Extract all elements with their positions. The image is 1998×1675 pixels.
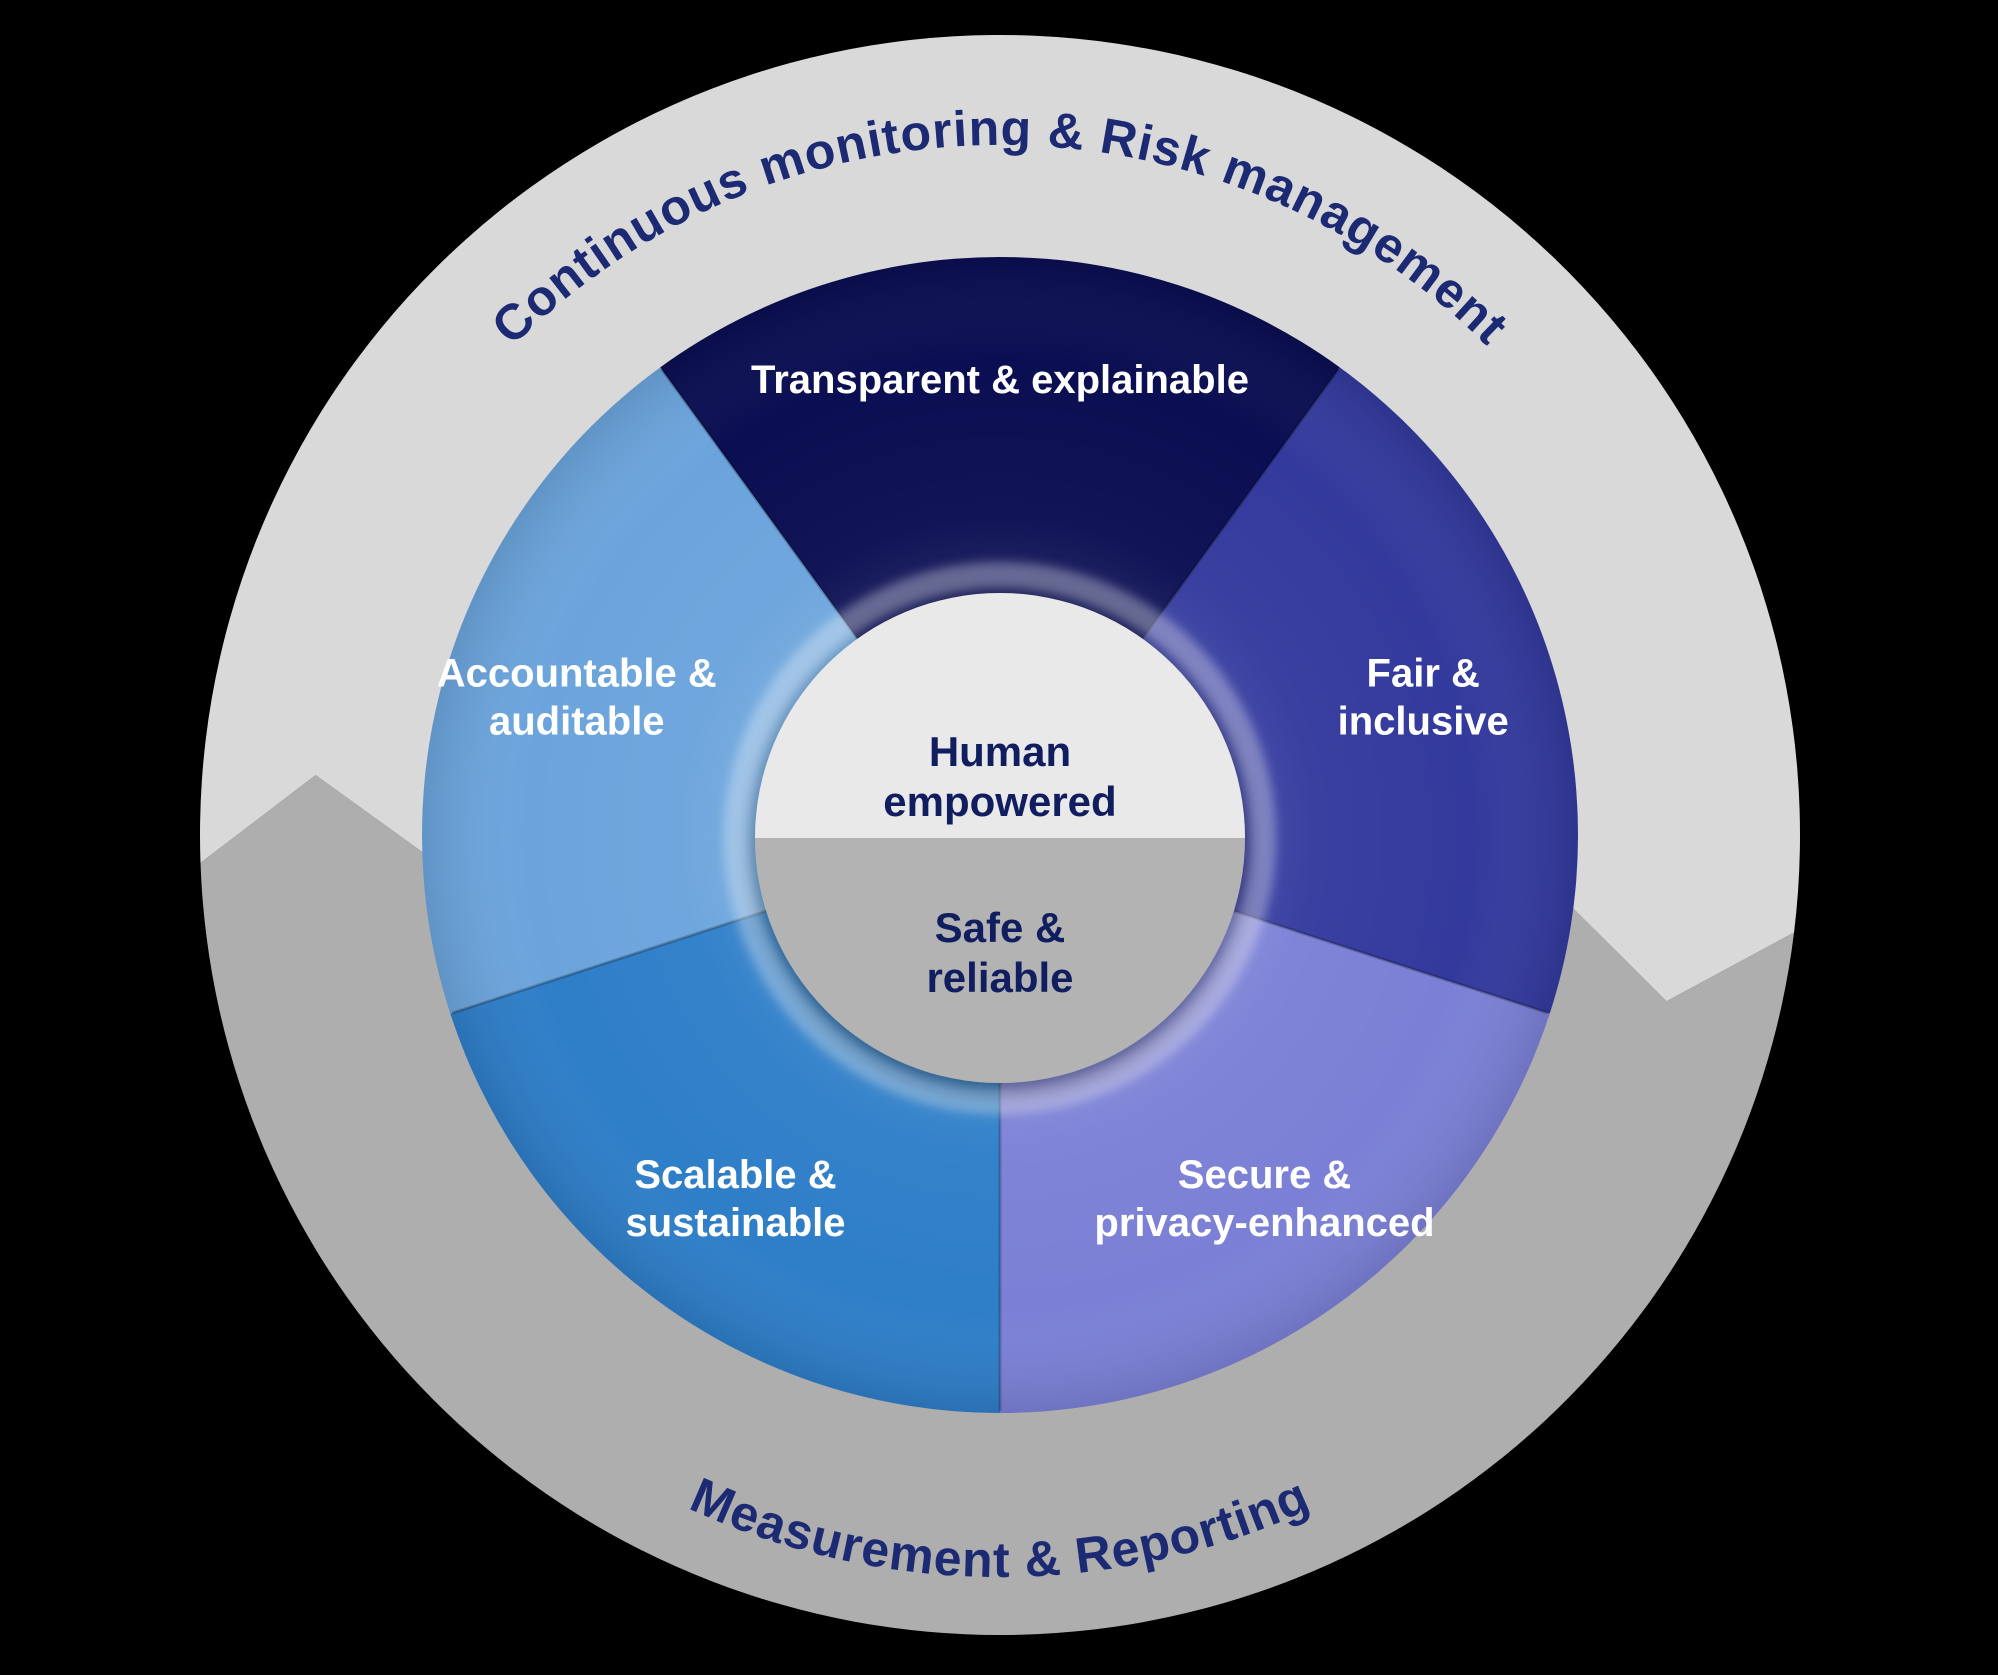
center-label-bottom: Safe &reliable [926,904,1073,1001]
center-circle [755,593,1245,1083]
outer-ring-top-arc [200,35,1801,1002]
segment-label-scalable-sustainable: Scalable &sustainable [625,1153,845,1245]
center-halo [724,562,1276,1114]
center-bottom-half [755,838,1245,1083]
segment-label-transparent-explainable: Transparent & explainable [751,358,1249,402]
segment-label-fair-inclusive: Fair &inclusive [1338,651,1509,743]
outer-ring-bottom-arc [200,775,1795,1636]
segment-label-secure-privacy-enhanced: Secure &privacy-enhanced [1094,1153,1434,1245]
segment-label-accountable-auditable: Accountable &auditable [437,651,717,743]
center-top-half [755,593,1245,838]
outer-ring [200,35,1801,1636]
